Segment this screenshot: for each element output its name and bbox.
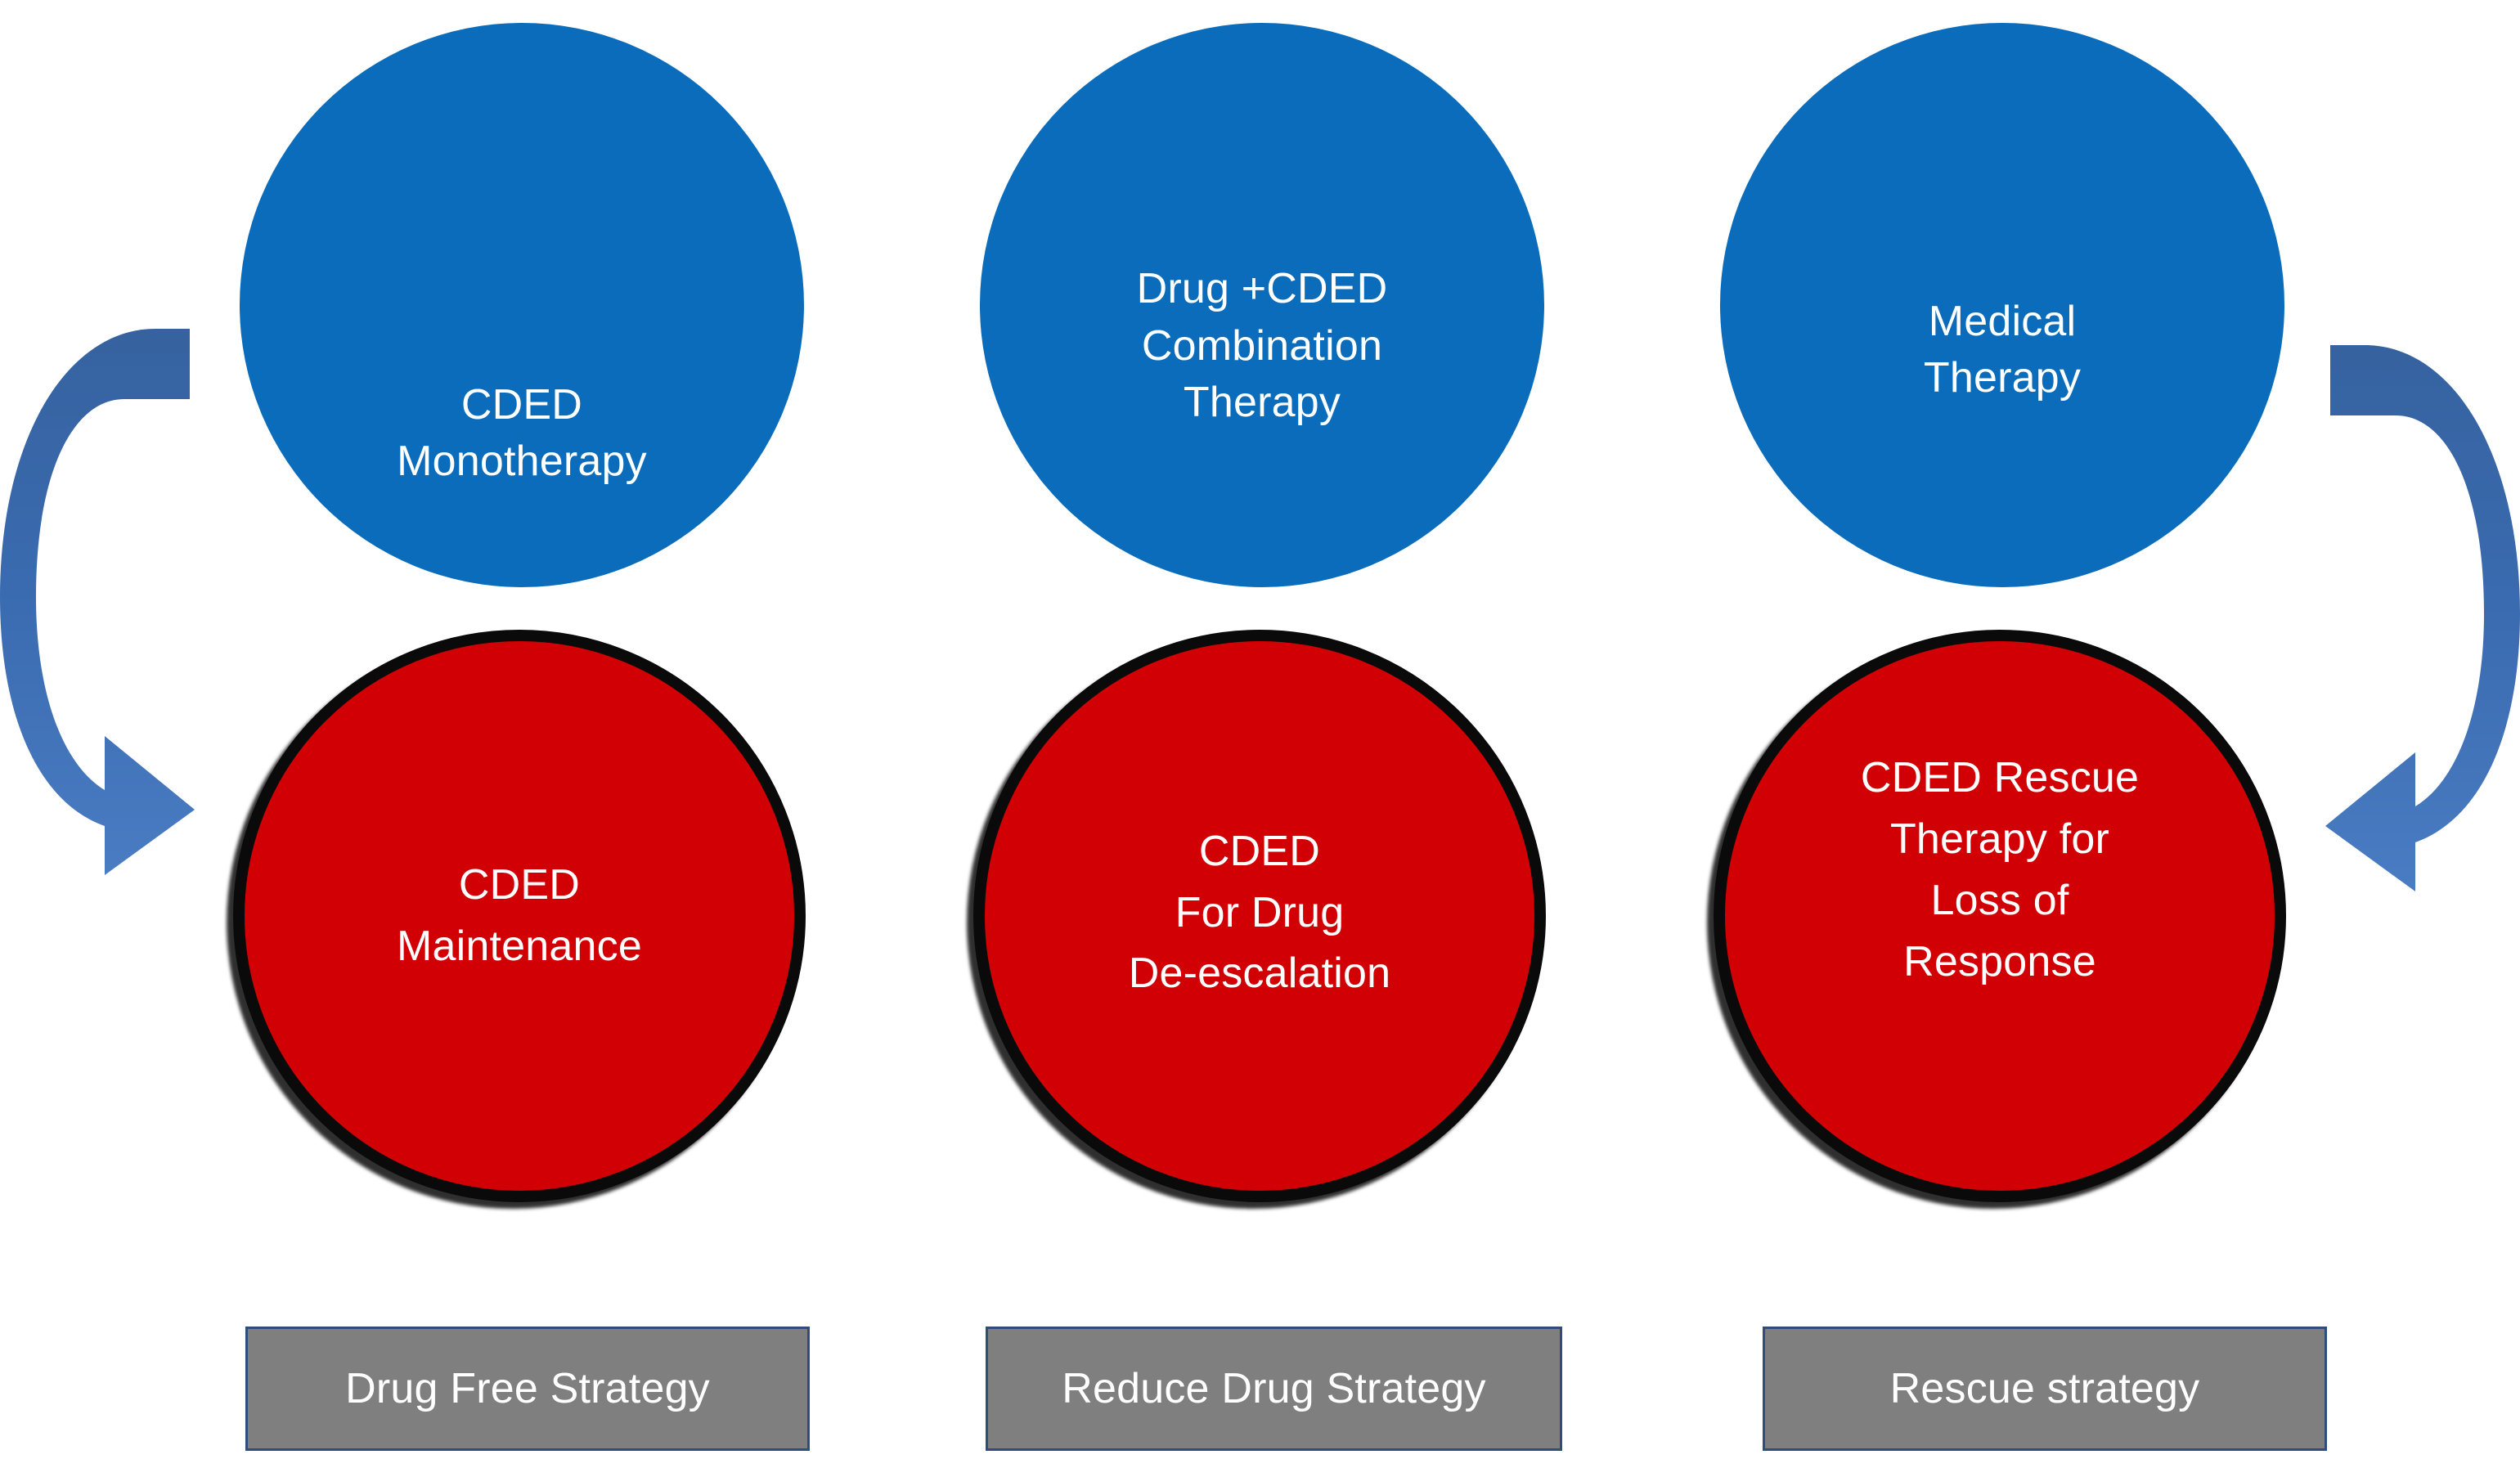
red-circle-cded-maintenance[interactable]: CDED Maintenance (227, 630, 806, 1209)
right-curved-arrow (2275, 327, 2520, 900)
strategy-box-reduce-drug[interactable]: Reduce Drug Strategy (986, 1327, 1562, 1451)
red-circle-cded-rescue-therapy[interactable]: CDED Rescue Therapy for Loss of Response (1707, 630, 2286, 1209)
strategy-box-label: Drug Free Strategy (345, 1365, 710, 1412)
strategy-box-rescue[interactable]: Rescue strategy (1763, 1327, 2327, 1451)
column-drug-free: CDED Monotherapy CDED Maintenance (227, 0, 806, 1477)
blue-circle-label: Medical Therapy (1923, 297, 2082, 402)
red-circle-cded-for-drug-de-escalation[interactable]: CDED For Drug De-escalation (967, 630, 1546, 1209)
column-rescue: Medical Therapy CDED Rescue Therapy for … (1707, 0, 2286, 1477)
blue-circle-label: CDED Monotherapy (397, 380, 647, 486)
red-circle-body: CDED Rescue Therapy for Loss of Response (1714, 630, 2286, 1202)
blue-circle-drug-cded-combination-therapy[interactable]: Drug +CDED Combination Therapy (980, 23, 1544, 587)
red-circle-label: CDED For Drug De-escalation (1128, 827, 1391, 998)
red-circle-body: CDED Maintenance (233, 630, 806, 1202)
blue-circle-cded-monotherapy[interactable]: CDED Monotherapy (240, 23, 804, 587)
strategy-box-drug-free[interactable]: Drug Free Strategy (245, 1327, 810, 1451)
red-circle-body: CDED For Drug De-escalation (973, 630, 1546, 1202)
red-circle-label: CDED Maintenance (397, 861, 642, 970)
blue-circle-medical-therapy[interactable]: Medical Therapy (1720, 23, 2284, 587)
red-circle-label: CDED Rescue Therapy for Loss of Response (1860, 754, 2140, 985)
strategy-box-label: Rescue strategy (1889, 1365, 2200, 1412)
column-reduce-drug: Drug +CDED Combination Therapy CDED For … (967, 0, 1546, 1477)
left-curved-arrow (0, 311, 237, 883)
left-arrow-path (0, 329, 195, 875)
strategy-box-label: Reduce Drug Strategy (1062, 1365, 1486, 1412)
blue-circle-label: Drug +CDED Combination Therapy (1136, 264, 1388, 427)
right-arrow-path (2325, 345, 2520, 891)
